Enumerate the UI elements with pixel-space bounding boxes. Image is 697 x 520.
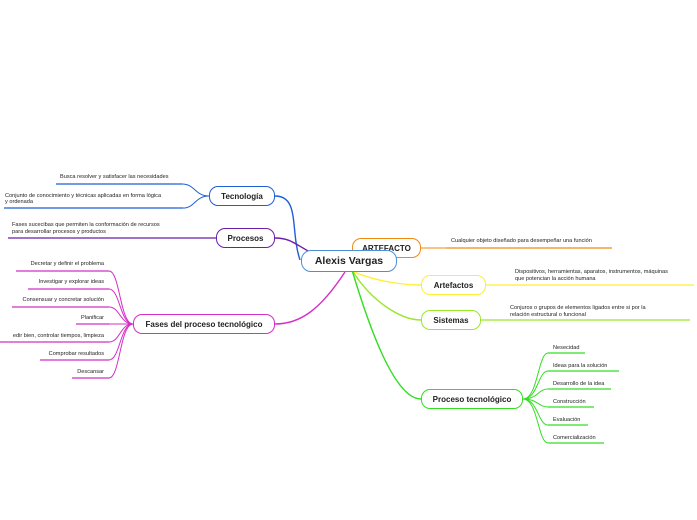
node-artefactos[interactable]: Artefactos	[421, 275, 486, 295]
leaf-fases-1: Decretar y definir el problema	[30, 261, 104, 267]
leaf-fases-7: Descansar	[77, 369, 104, 375]
leaf-artefactos-2: que potencian la acción humana	[515, 276, 596, 282]
link-proceso	[351, 269, 422, 400]
leaf-proceso-5: Evaluación	[553, 417, 581, 423]
leaf-proceso-2: Ideas para la solución	[553, 363, 608, 369]
node-procesos[interactable]: Procesos	[216, 228, 275, 248]
link-procesos	[274, 237, 311, 253]
link-sistemas	[351, 269, 422, 321]
leaf-fases-2: Investigar y explorar ideas	[38, 279, 104, 285]
node-tecnologia[interactable]: Tecnología	[209, 186, 275, 206]
node-sistemas[interactable]: Sistemas	[421, 310, 481, 330]
leaf-artefactos-1: Dispositivos, herramientas, aparatos, in…	[515, 269, 668, 275]
leaf-fases-4: Planificar	[80, 315, 104, 321]
leaf-proceso-4: Construcción	[553, 399, 586, 405]
link-artefactos	[349, 269, 422, 286]
leaf-proceso-3: Desarrollo de la idea	[553, 381, 605, 387]
central-node[interactable]: Alexis Vargas	[301, 250, 397, 272]
leaf-procesos-2: para desarrollar procesos y productos	[12, 229, 106, 235]
leaf-tecnologia-1: Busca resolver y satisfacer las necesida…	[60, 174, 169, 180]
leaf-artefacto-1: Cualquier objeto diseñado para desempeña…	[451, 238, 592, 244]
node-fases-proceso[interactable]: Fases del proceso tecnológico	[133, 314, 275, 334]
link-fases	[274, 271, 346, 325]
link-tecnologia	[274, 195, 301, 261]
leaf-fases-3: Consensuar y concretar solución	[22, 297, 104, 303]
leaf-tecnologia-2: Conjunto de conocimiento y técnicas apli…	[5, 193, 162, 199]
node-proceso-tecnologico[interactable]: Proceso tecnológico	[421, 389, 523, 409]
leaf-sistemas-1: Conjuros o grupos de elementos ligados e…	[510, 305, 646, 311]
leaf-proceso-1: Nesecidad	[553, 345, 580, 351]
leaf-fases-5: edir bien, controlar tiempos, limpieza	[12, 333, 104, 339]
leaf-sistemas-2: relación estructural o funcional	[510, 312, 586, 318]
leaf-tecnologia-3: y ordenada	[5, 199, 33, 205]
leaf-fases-6: Comprobar resultados	[48, 351, 104, 357]
leaf-proceso-6: Comercialización	[553, 435, 596, 441]
leaf-procesos-1: Fases sucecibas que permiten la conforma…	[12, 222, 160, 228]
